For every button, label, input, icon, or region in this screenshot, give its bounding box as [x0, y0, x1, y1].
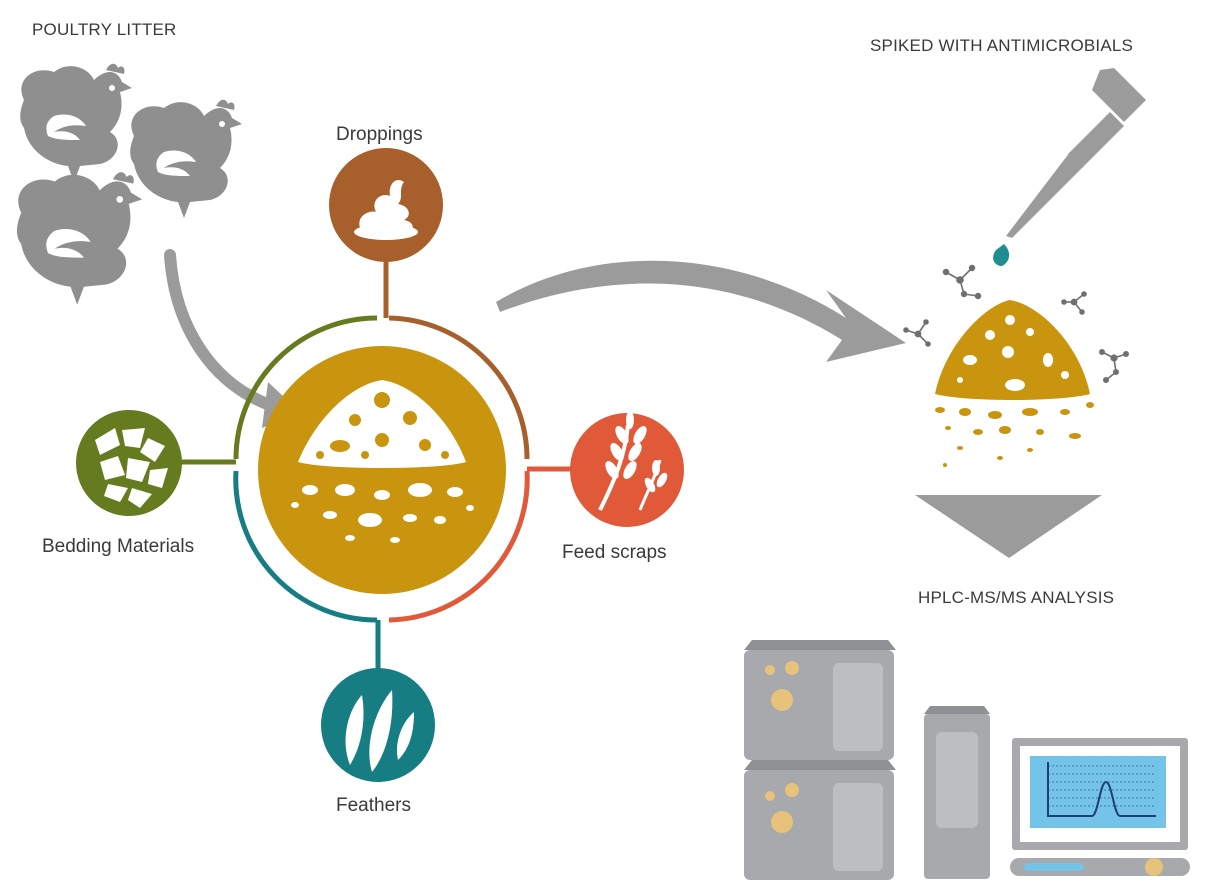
- feed-node: [570, 411, 684, 527]
- flow-arrow-spike: [496, 260, 906, 362]
- litter-pile-icon: [258, 346, 506, 594]
- molecule-icon: [903, 264, 1130, 383]
- feed-label: Feed scraps: [562, 542, 667, 563]
- spiked-label: SPIKED WITH ANTIMICROBIALS: [870, 36, 1134, 55]
- connector-lines: [180, 262, 575, 672]
- monitor-icon: [1010, 738, 1190, 876]
- wheat-icon: [598, 411, 668, 511]
- hplc-instrument-icon: [744, 640, 990, 880]
- chromatogram-trace: [1047, 762, 1156, 817]
- bedding-icon: [95, 428, 168, 508]
- chicken-icon: [130, 99, 242, 218]
- droppings-icon: [354, 179, 418, 240]
- bedding-label: Bedding Materials: [42, 536, 195, 557]
- pipette-icon: [993, 68, 1146, 266]
- component-ring: [233, 315, 530, 623]
- droppings-label: Droppings: [336, 124, 423, 145]
- spiked-litter-pile-icon: [935, 300, 1094, 467]
- chicken-icon: [20, 63, 132, 182]
- chicken-icon: [16, 172, 143, 305]
- poultry-litter-label: POULTRY LITTER: [32, 20, 177, 39]
- feathers-icon: [345, 690, 414, 772]
- droppings-node: [329, 148, 443, 262]
- bedding-node: [76, 410, 182, 516]
- feathers-node: [321, 668, 435, 782]
- hplc-label: HPLC-MS/MS ANALYSIS: [918, 588, 1115, 607]
- down-arrow: [915, 495, 1102, 558]
- feathers-label: Feathers: [336, 795, 411, 816]
